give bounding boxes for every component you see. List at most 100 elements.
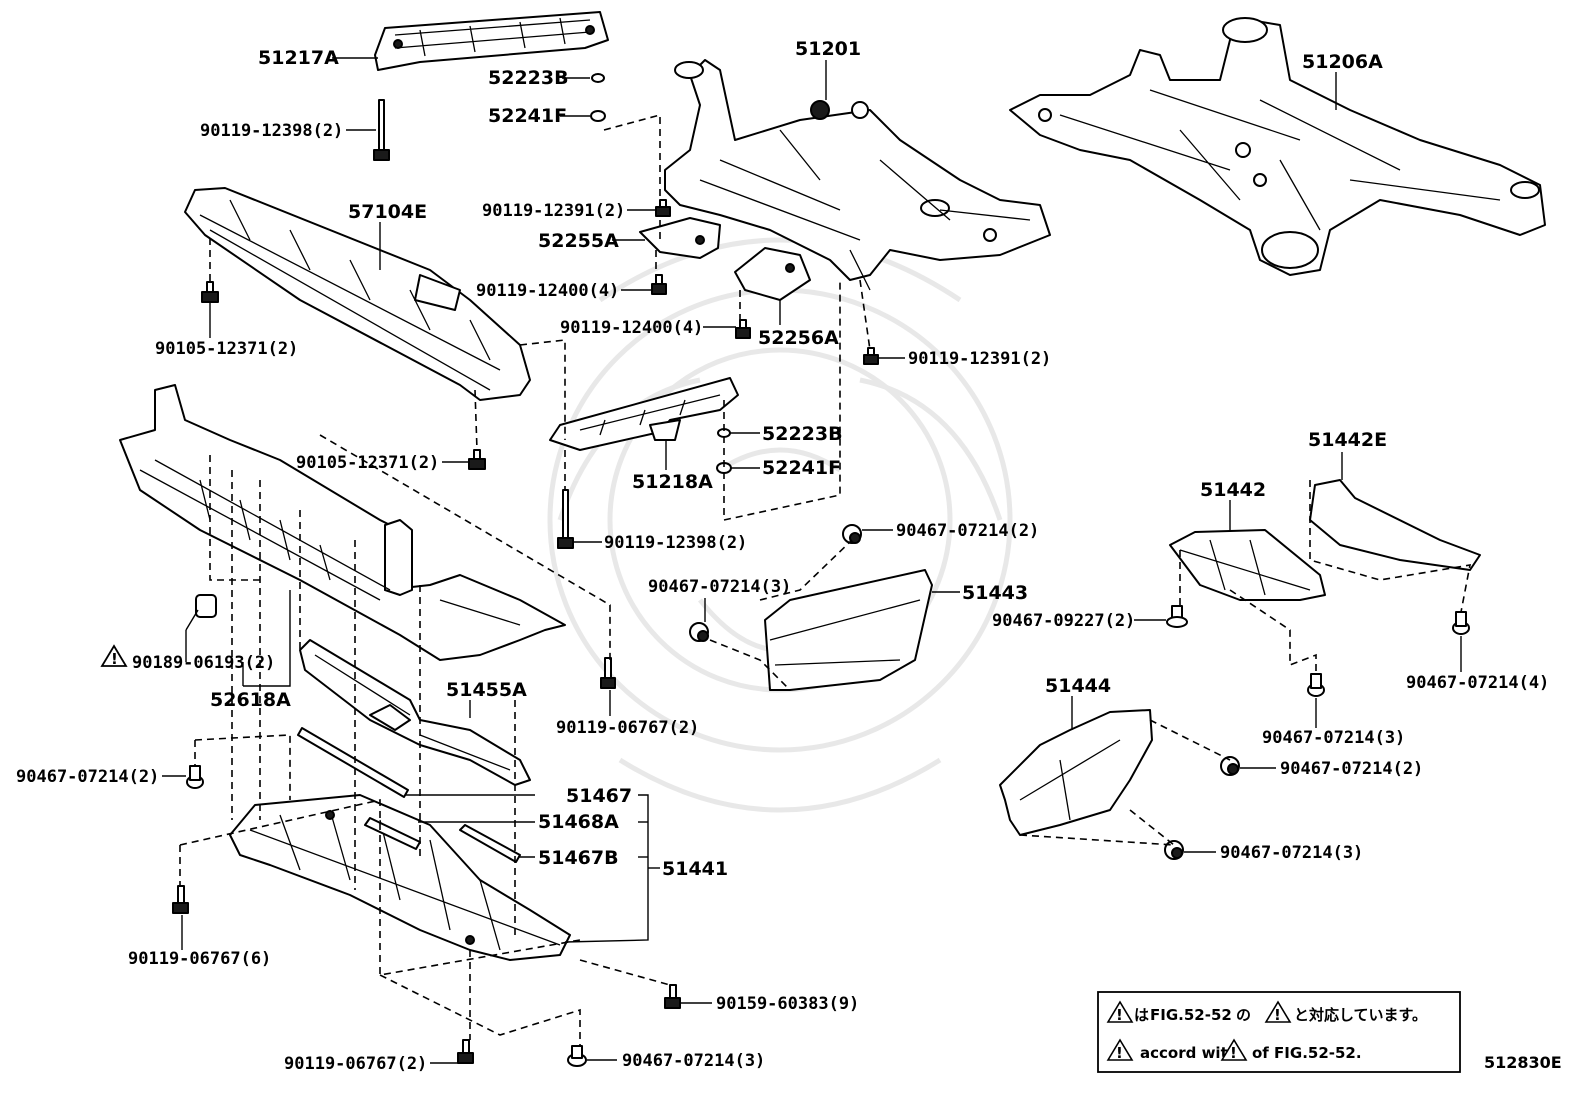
washer-52241F-top xyxy=(590,110,606,122)
washer-52223B-top xyxy=(591,73,605,83)
label-90105-12371-b: 90105-12371(2) xyxy=(296,453,439,473)
label-90467-07214-3-right: 90467-07214(3) xyxy=(1262,728,1405,748)
label-90159-60383: 90159-60383(9) xyxy=(716,994,859,1014)
assembly-lines xyxy=(179,113,1472,1046)
part-57104E xyxy=(184,187,531,401)
note-line1-end: と対応しています。 xyxy=(1294,1006,1427,1024)
part-51217A xyxy=(374,11,609,71)
part-51442E xyxy=(1309,479,1481,571)
label-52241F-top: 52241F xyxy=(488,105,567,127)
label-52241F-b: 52241F xyxy=(762,457,841,479)
label-90467-07214-a: 90467-07214(2) xyxy=(896,521,1039,541)
label-51444: 51444 xyxy=(1045,675,1111,697)
label-52223B-b: 52223B xyxy=(762,423,843,445)
svg-text:!: ! xyxy=(111,650,118,668)
label-51442E: 51442E xyxy=(1308,429,1387,451)
label-90119-06767-6: 90119-06767(6) xyxy=(128,949,271,969)
part-51218A xyxy=(549,377,739,451)
clip-90467-09227 xyxy=(1166,605,1188,628)
part-51444 xyxy=(999,709,1153,836)
bolt-90119-12398-top xyxy=(373,99,390,161)
note-line1-post: の xyxy=(1236,1006,1251,1024)
bolt-90119-12391-b xyxy=(863,347,879,365)
bolt-90119-12400-a xyxy=(651,274,667,295)
clip-90467-07214-3-right xyxy=(1307,673,1325,697)
clip-90467-07214-3-lower xyxy=(1164,840,1184,860)
note-line1-fig: FIG.52-52 xyxy=(1150,1006,1232,1024)
bolt-90119-06767-2-bottom xyxy=(457,1039,474,1064)
part-51467 xyxy=(297,727,409,798)
label-51217A: 51217A xyxy=(258,47,339,69)
part-bumper-cover xyxy=(119,384,566,661)
svg-text:!: ! xyxy=(1230,1044,1237,1062)
label-51455A: 51455A xyxy=(446,679,527,701)
svg-text:!: ! xyxy=(1274,1006,1281,1024)
label-90467-07214-b: 90467-07214(3) xyxy=(648,577,791,597)
label-51441: 51441 xyxy=(662,858,728,880)
label-90119-12400-a: 90119-12400(4) xyxy=(476,281,619,301)
fasteners xyxy=(172,73,1470,1067)
label-90119-12391-a: 90119-12391(2) xyxy=(482,201,625,221)
label-52618A: 52618A xyxy=(210,689,291,711)
label-90467-09227: 90467-09227(2) xyxy=(992,611,1135,631)
clip-90467-07214-2-right xyxy=(1220,756,1240,776)
clip-90467-07214-3-bottom xyxy=(567,1045,587,1067)
label-52255A: 52255A xyxy=(538,230,619,252)
label-90119-06767-2-bottom: 90119-06767(2) xyxy=(284,1054,427,1074)
bolt-90119-12391-a xyxy=(655,199,671,217)
label-90467-07214-4: 90467-07214(4) xyxy=(1406,673,1549,693)
label-90119-12391-b: 90119-12391(2) xyxy=(908,349,1051,369)
note-line1-pre: は xyxy=(1134,1006,1149,1024)
note-line2-pre: accord with xyxy=(1140,1044,1238,1062)
label-51467B: 51467B xyxy=(538,847,619,869)
label-90467-07214-2-left: 90467-07214(2) xyxy=(16,767,159,787)
warning-triangle-icon: ! xyxy=(1220,1038,1248,1062)
part-52256A xyxy=(734,247,811,301)
label-90467-07214-3-lower: 90467-07214(3) xyxy=(1220,843,1363,863)
label-57104E: 57104E xyxy=(348,201,427,223)
label-90119-12398-top: 90119-12398(2) xyxy=(200,121,343,141)
label-51468A: 51468A xyxy=(538,811,619,833)
bolt-90105-12371-a xyxy=(201,281,219,303)
clip-90189-06193 xyxy=(195,594,217,618)
bolt-90119-12398-b xyxy=(557,489,574,549)
label-90189-06193: 90189-06193(2) xyxy=(132,653,275,673)
part-51467B xyxy=(459,824,521,863)
note-line2-post: of FIG.52-52. xyxy=(1252,1044,1362,1062)
label-51443: 51443 xyxy=(962,582,1028,604)
label-90467-07214-3-bottom: 90467-07214(3) xyxy=(622,1051,765,1071)
clip-90467-07214-a xyxy=(842,524,862,544)
diagram-code: 512830E xyxy=(1484,1053,1562,1072)
part-51442 xyxy=(1169,529,1326,601)
bolt-90159-60383 xyxy=(664,984,681,1009)
clip-90467-07214-b xyxy=(689,622,709,642)
leader-lines xyxy=(162,57,1462,1064)
warning-triangle-icon: ! xyxy=(1264,1000,1292,1024)
bolt-90119-06767-6 xyxy=(172,885,189,914)
label-51467: 51467 xyxy=(566,785,632,807)
label-90119-06767-a: 90119-06767(2) xyxy=(556,718,699,738)
part-51206A xyxy=(1009,17,1546,276)
clip-90467-07214-2-left xyxy=(186,765,204,789)
warning-triangle-icon: ! xyxy=(1106,1038,1134,1062)
label-51442: 51442 xyxy=(1200,479,1266,501)
warning-triangle-icon: ! xyxy=(100,644,128,668)
part-52255A xyxy=(639,217,721,259)
bolt-90119-12400-b xyxy=(735,319,751,339)
svg-text:!: ! xyxy=(1116,1006,1123,1024)
label-90119-12400-b: 90119-12400(4) xyxy=(560,318,703,338)
label-51218A: 51218A xyxy=(632,471,713,493)
label-51201: 51201 xyxy=(795,38,861,60)
label-90119-12398-b: 90119-12398(2) xyxy=(604,533,747,553)
part-51455A xyxy=(299,639,531,786)
part-51201 xyxy=(664,59,1051,291)
clip-90467-07214-4 xyxy=(1452,611,1470,635)
warning-triangle-icon: ! xyxy=(1106,1000,1134,1024)
label-52223B-top: 52223B xyxy=(488,67,569,89)
label-51206A: 51206A xyxy=(1302,51,1383,73)
label-90105-12371-a: 90105-12371(2) xyxy=(155,339,298,359)
part-51443 xyxy=(764,569,933,691)
label-90467-07214-2-right: 90467-07214(2) xyxy=(1280,759,1423,779)
part-labels: 51217A 52223B 52241F 90119-12398(2) 5120… xyxy=(16,38,1549,1074)
